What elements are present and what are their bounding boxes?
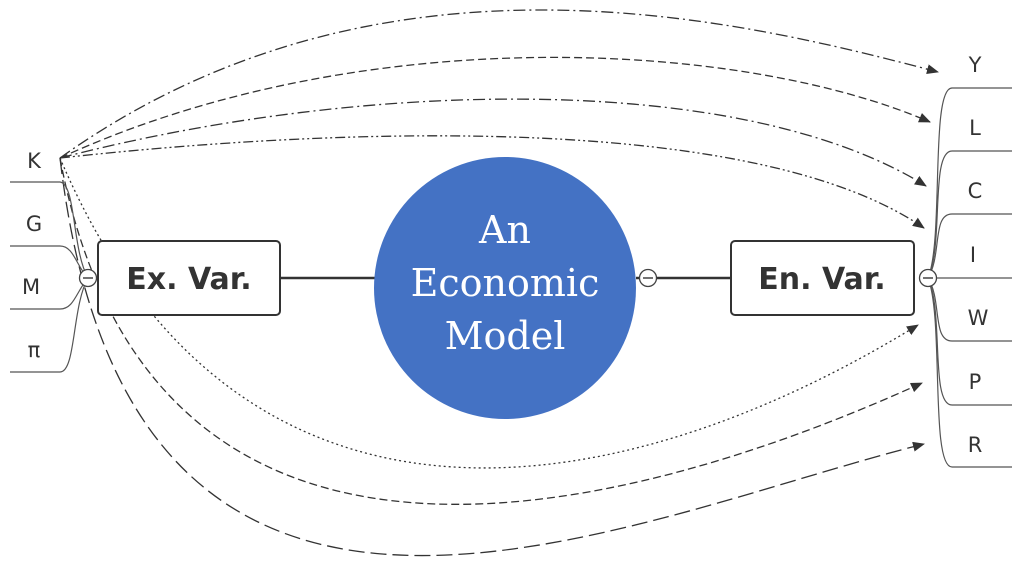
endogenous-collapse-toggle[interactable]	[918, 268, 938, 288]
exogenous-topic[interactable]: Ex. Var.	[97, 240, 281, 316]
endogenous-item-w[interactable]: W	[968, 306, 989, 330]
exogenous-collapse-toggle[interactable]	[78, 268, 98, 288]
exogenous-item-m[interactable]: M	[22, 275, 40, 299]
central-collapse-toggle[interactable]	[638, 268, 658, 288]
endogenous-item-c[interactable]: C	[968, 179, 983, 203]
endogenous-item-r[interactable]: R	[968, 433, 983, 457]
exogenous-item-k[interactable]: K	[27, 149, 42, 173]
relationship-k-to-y[interactable]	[59, 9, 939, 159]
central-topic-line-2: Economic	[411, 261, 600, 305]
endogenous-item-l[interactable]: L	[969, 116, 981, 140]
exogenous-label: Ex. Var.	[126, 262, 251, 297]
relationship-k-to-r[interactable]	[59, 157, 925, 557]
endogenous-item-i[interactable]: I	[970, 243, 976, 267]
relationship-k-to-l[interactable]	[59, 56, 931, 159]
exogenous-box	[97, 240, 281, 316]
exogenous-item-pi[interactable]: π	[28, 338, 41, 362]
endogenous-item-p[interactable]: P	[969, 370, 982, 394]
endogenous-label: En. Var.	[758, 262, 885, 297]
central-topic-circle	[374, 157, 636, 419]
relationship-lines	[59, 9, 939, 557]
central-topic-line-3: Model	[445, 314, 566, 358]
endogenous-branches	[927, 87, 1012, 468]
central-topic[interactable]: An Economic Model	[374, 157, 636, 419]
relationship-k-to-i[interactable]	[59, 135, 925, 229]
exogenous-item-g[interactable]: G	[26, 212, 42, 236]
endogenous-box	[730, 240, 915, 316]
endogenous-topic[interactable]: En. Var.	[730, 240, 915, 316]
relationship-k-to-w[interactable]	[59, 157, 919, 469]
central-topic-line-1: An	[478, 208, 531, 252]
relationship-k-to-c[interactable]	[59, 98, 927, 187]
endogenous-item-y[interactable]: Y	[968, 53, 982, 77]
